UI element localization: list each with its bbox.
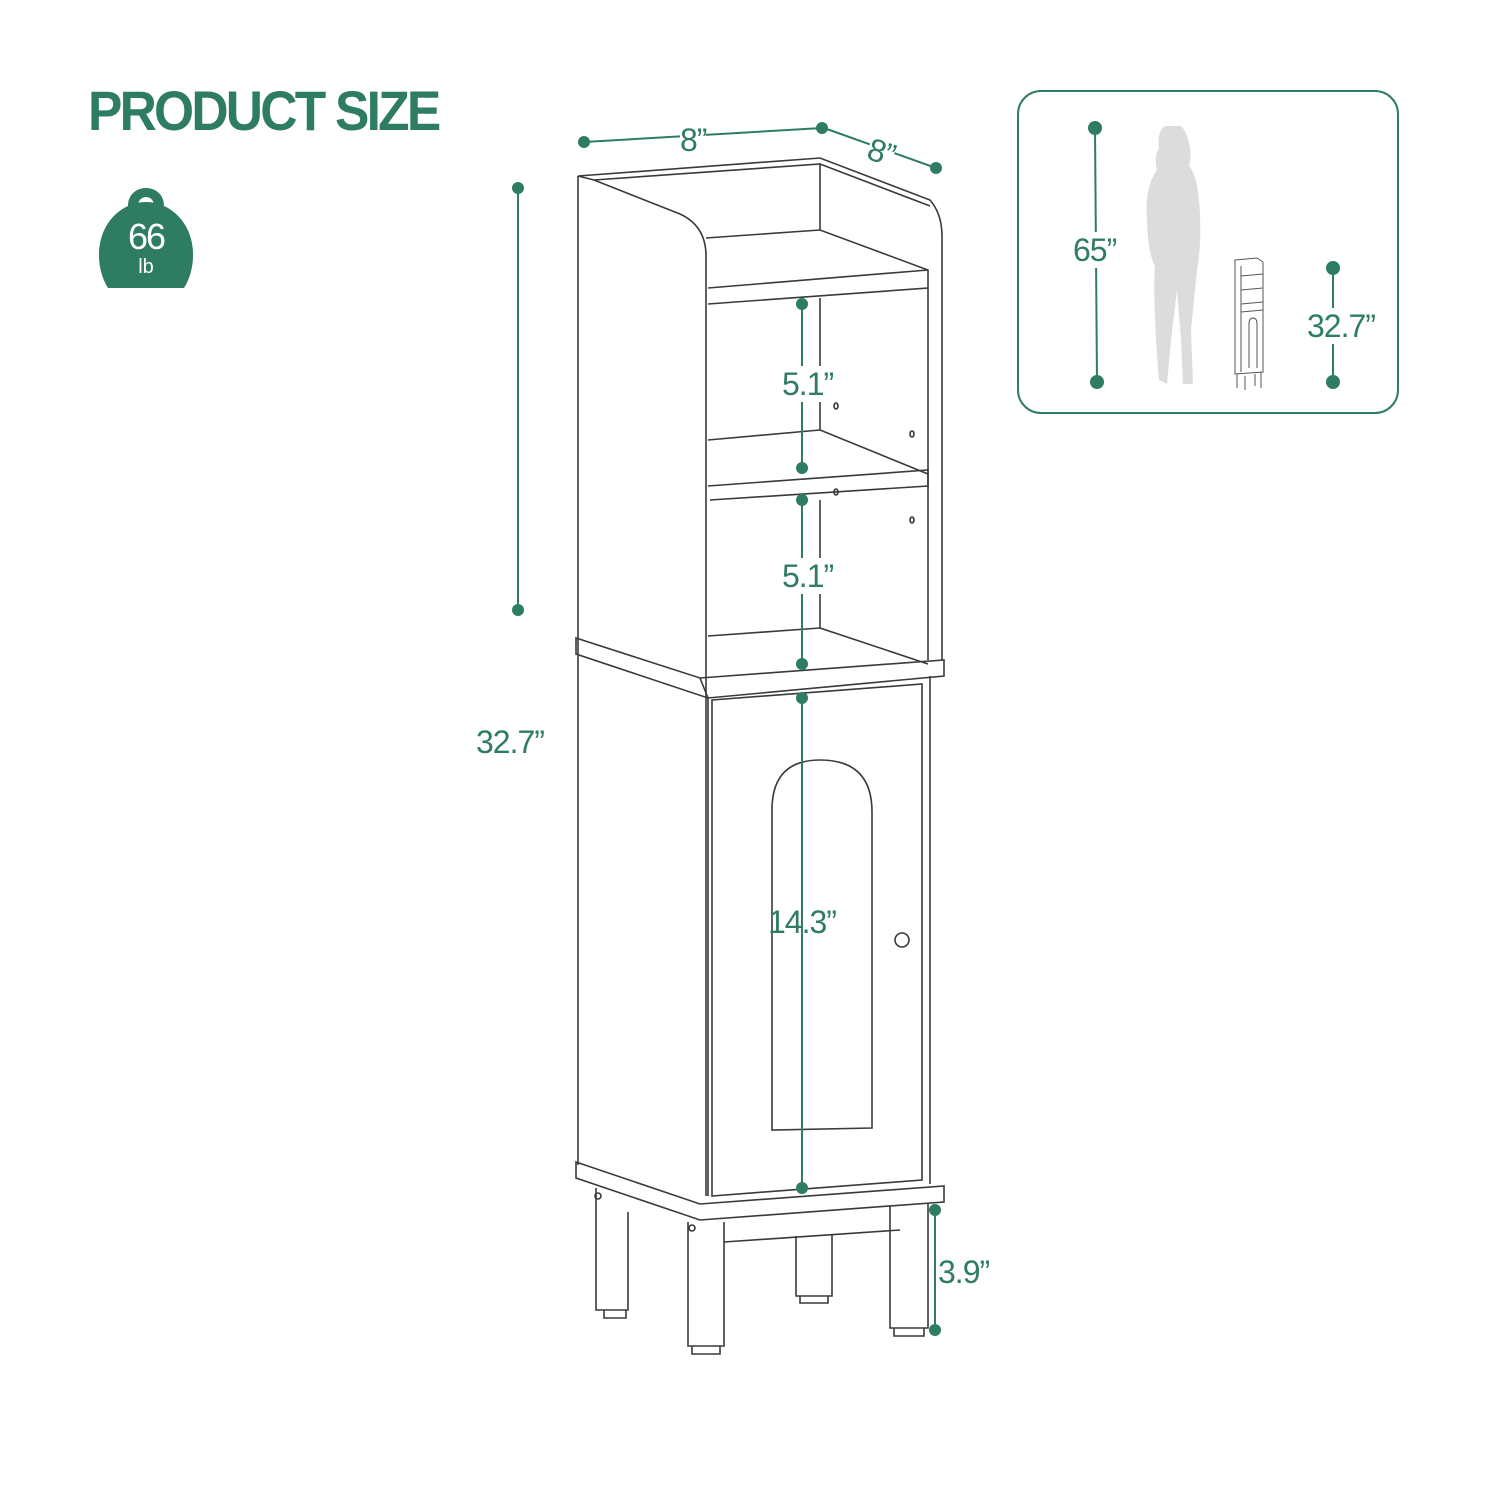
weight-unit: lb — [138, 256, 154, 278]
total-height-label: 32.7” — [476, 724, 545, 760]
person-height-label: 65” — [1073, 232, 1117, 268]
shelf-1-height-label: 5.1” — [782, 366, 834, 402]
person-silhouette-icon — [1146, 126, 1201, 384]
leg-height-label: 3.9” — [938, 1254, 990, 1290]
page-title: PRODUCT SIZE — [88, 79, 441, 142]
width-label: 8” — [680, 122, 707, 158]
comparison-drawing — [1088, 121, 1340, 390]
cabinet-height-label: 14.3” — [768, 904, 837, 940]
comparison-cabinet-height-label: 32.7” — [1307, 308, 1376, 344]
shelf-2-height-label: 5.1” — [782, 558, 834, 594]
weight-badge: 66 lb — [94, 176, 198, 290]
scale-comparison-panel: 65” 32.7” — [1017, 90, 1399, 414]
weight-value: 66 — [127, 216, 166, 257]
kettlebell-icon — [98, 188, 194, 288]
